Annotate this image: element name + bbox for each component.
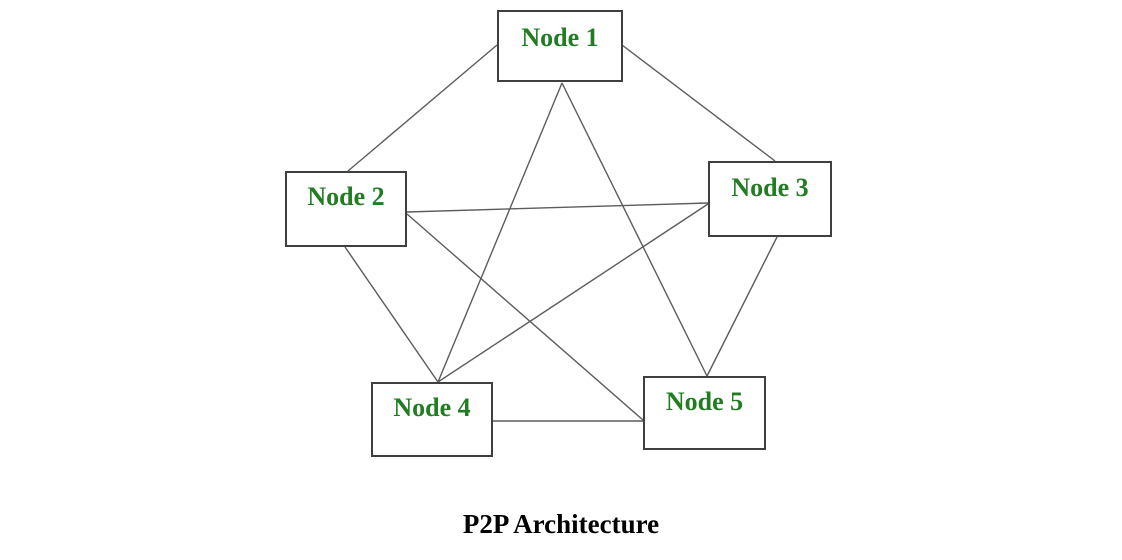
edge-node-1-node-4 <box>437 82 563 383</box>
node-2-box: Node 2 <box>285 171 407 247</box>
node-5-label: Node 5 <box>665 387 744 416</box>
edge-node-3-node-5 <box>706 236 778 377</box>
node-4-box: Node 4 <box>371 382 493 457</box>
node-1-label: Node 1 <box>521 23 599 52</box>
edge-node-1-node-5 <box>561 82 708 377</box>
edge-node-2-node-5 <box>406 213 644 421</box>
diagram-title: P2P Architecture <box>462 509 660 539</box>
edge-node-1-node-2 <box>347 44 498 172</box>
edge-node-1-node-3 <box>621 44 776 162</box>
node-5-box: Node 5 <box>643 376 766 450</box>
edge-node-2-node-4 <box>344 246 439 383</box>
edge-node-2-node-3 <box>406 202 709 213</box>
node-2-label: Node 2 <box>307 182 385 211</box>
node-4-label: Node 4 <box>393 393 471 422</box>
node-3-box: Node 3 <box>708 161 832 237</box>
node-3-label: Node 3 <box>731 173 809 202</box>
node-1-box: Node 1 <box>497 10 623 82</box>
edge-node-3-node-4 <box>437 203 709 383</box>
